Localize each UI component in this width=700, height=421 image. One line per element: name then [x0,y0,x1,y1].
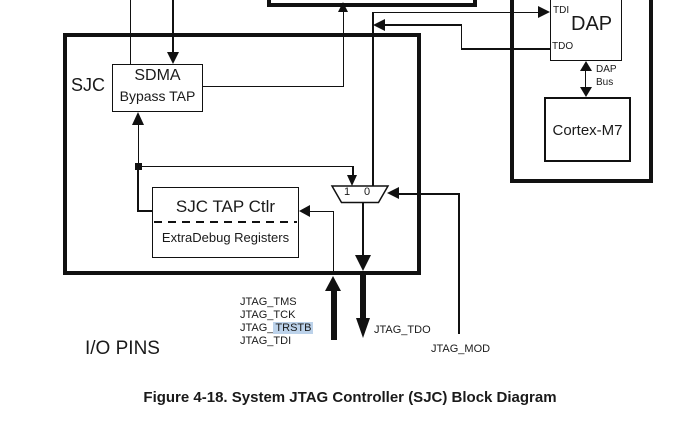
sdma-bypass-tap-box [112,64,203,112]
connector-line [460,25,463,49]
dap-bus-arrowhead-down [579,87,592,97]
jtag-tdo-arrow-shaft [360,273,366,320]
sjc-box [63,33,421,275]
mux-input-0-label: 0 [363,186,371,198]
connector-line [362,202,364,256]
connector-line [372,12,374,186]
cortex-m7-label: Cortex-M7 [552,122,623,139]
dap-bus-label-line1: DAP [596,64,617,75]
connector-line [138,165,353,167]
dap-tdo-pin-label: TDO [552,41,574,52]
jtag-mod-line [458,193,460,334]
jtag-tck-label: JTAG_TCK [240,309,296,321]
jtag-mod-label: JTAG_MOD [431,343,491,355]
jtag-tdo-label: JTAG_TDO [374,324,431,336]
dap-bus-label-line2: Bus [596,77,614,88]
connector-line [398,192,460,195]
arrowhead-into-sdma-bottom [132,112,144,125]
io-pins-label: I/O PINS [85,338,160,359]
sdma-subtitle: Bypass TAP [119,88,196,104]
mux-input-1-label: 1 [343,186,351,198]
connector-line [332,211,335,273]
dap-bus-arrow-shaft [584,68,586,90]
jtag-tms-label: JTAG_TMS [240,296,297,308]
dap-title: DAP [571,13,613,35]
dap-bus-arrowhead-up [579,61,592,71]
jtag-trstb-label: JTAG_TRSTB [240,322,314,334]
jtag-input-arrowhead [325,276,341,291]
extradebug-divider [154,221,297,223]
connector-line [129,0,131,64]
connector-line [137,210,154,212]
connector-line [137,123,139,166]
connector-line [461,48,550,50]
jtag-trstb-highlight: TRSTB [273,322,314,334]
sjc-label: SJC [71,75,106,95]
connector-line [309,210,334,212]
connector-line [172,0,174,53]
sjc-tap-ctlr-title: SJC TAP Ctlr [175,197,276,216]
sjc-tap-ctlr-box [152,187,299,258]
dap-box [550,0,622,61]
arrowhead-into-sdma-top [166,52,179,64]
connector-line [352,166,354,177]
arrowhead-into-dap-tdi [538,6,550,18]
platform-box [510,0,653,183]
jtag-tdo-arrowhead [356,318,370,338]
figure-caption: Figure 4-18. System JTAG Controller (SJC… [143,389,557,406]
dap-tdi-pin-label: TDI [553,5,570,16]
arrowhead-dap-tdo-return [373,19,385,31]
mux-shape [330,185,390,204]
connector-line [137,166,139,211]
connector-line [342,5,344,87]
tdo-arrowhead-at-edge [355,255,371,271]
connector-line [203,85,343,87]
extradebug-registers-label: ExtraDebug Registers [161,230,290,245]
connector-line [372,11,539,13]
arrowhead-into-tap-ctlr [299,204,310,217]
jtag-trstb-prefix: JTAG_ [240,322,274,334]
sdma-title: SDMA [134,67,181,84]
arrowhead-into-top-box [338,2,348,12]
arrowhead-into-mux-select [387,187,399,199]
connector-line [384,24,462,26]
cortex-m7-box [544,97,631,162]
arrowhead-into-mux-1 [347,175,357,186]
jtag-tdi-label: JTAG_TDI [240,335,292,347]
jtag-input-arrow-shaft [330,289,337,340]
top-partial-box [267,0,477,7]
